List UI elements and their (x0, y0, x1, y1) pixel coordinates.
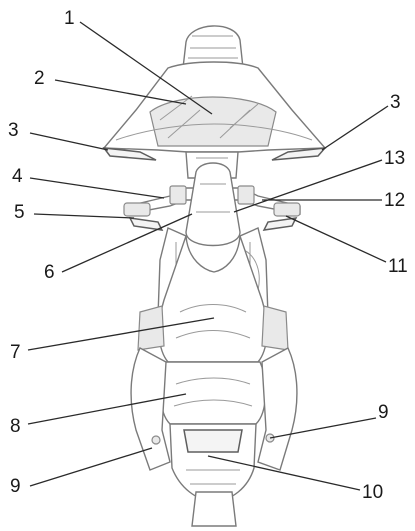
lever-right (264, 218, 296, 230)
callout-5: 5 (14, 202, 25, 223)
leader-13 (234, 160, 382, 212)
leader-3-left (30, 133, 108, 150)
leader-4 (30, 178, 164, 198)
tail-light (184, 430, 242, 452)
leader-3-right (322, 106, 388, 150)
callout-12: 12 (384, 190, 405, 211)
rear-wheel (192, 492, 236, 526)
callout-8: 8 (10, 416, 21, 437)
switch-right (238, 186, 254, 204)
grip-left (124, 203, 150, 216)
callout-6: 6 (44, 262, 55, 283)
callout-3-right: 3 (390, 92, 401, 113)
callout-9-right: 9 (378, 402, 389, 423)
leader-9-left (30, 448, 152, 486)
grip-right (274, 203, 300, 216)
callout-11: 11 (388, 256, 408, 277)
leader-11 (286, 216, 386, 262)
callout-1: 1 (64, 8, 75, 29)
callout-13: 13 (384, 148, 405, 169)
footrest-left (138, 306, 164, 350)
callout-4: 4 (12, 166, 23, 187)
footrest-right (262, 306, 288, 350)
callout-9-left: 9 (10, 476, 21, 497)
callout-2: 2 (34, 68, 45, 89)
switch-left (170, 186, 186, 204)
rear-seat (160, 362, 265, 424)
callout-3-left: 3 (8, 120, 19, 141)
callout-7: 7 (10, 342, 21, 363)
reflector-left (152, 436, 160, 444)
lever-left (130, 218, 162, 230)
callout-10: 10 (362, 482, 383, 503)
leader-5 (34, 214, 134, 218)
motorcycle-illustration (104, 26, 325, 526)
